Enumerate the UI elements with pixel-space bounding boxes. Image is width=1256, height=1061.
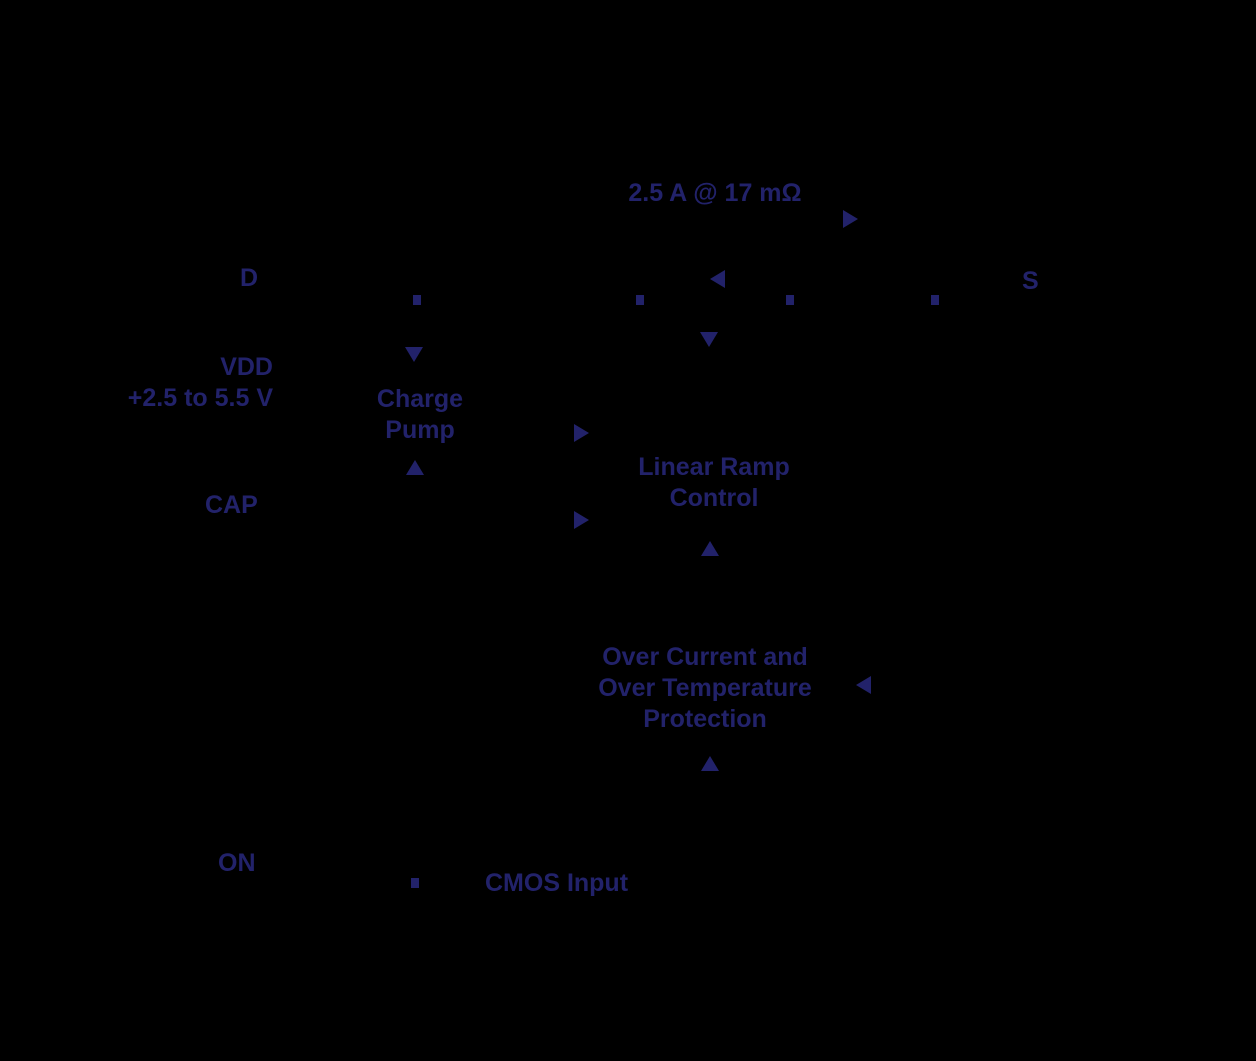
pin-vdd-label: VDD +2.5 to 5.5 V	[127, 353, 273, 412]
protection-to-ramp-arrow-icon	[701, 541, 719, 556]
cap-to-ramp-arrow-icon	[574, 511, 589, 529]
charge-pump-block-label: Charge Pump	[376, 385, 464, 444]
rail-junction-dot	[931, 295, 939, 305]
cap-to-chargepump-arrow-icon	[406, 460, 424, 475]
mosfet-gate-arrow-icon	[843, 210, 858, 228]
rail-junction-dot	[413, 295, 421, 305]
pin-d-label: D	[240, 264, 259, 292]
pin-on-label: ON	[218, 849, 256, 877]
linear-ramp-block-label: Linear Ramp Control	[638, 453, 790, 512]
rail-junction-dot	[636, 295, 644, 305]
pin-cap-label: CAP	[205, 491, 258, 519]
rail-junction-dot	[411, 878, 419, 888]
cmos-input-block-label: CMOS Input	[485, 869, 629, 897]
mosfet-rating-label: 2.5 A @ 17 mΩ	[628, 179, 802, 207]
drain-sense-down-arrow-icon	[700, 332, 718, 347]
ramp-to-gate-arrow-icon	[710, 270, 725, 288]
vdd-down-arrow-icon	[405, 347, 423, 362]
sense-to-protection-arrow-icon	[856, 676, 871, 694]
chargepump-to-ramp-arrow-icon	[574, 424, 589, 442]
cmos-to-protection-arrow-icon	[701, 756, 719, 771]
rail-junction-dot	[786, 295, 794, 305]
pin-s-label: S	[1022, 267, 1039, 295]
protection-block-label: Over Current and Over Temperature Protec…	[598, 643, 812, 733]
